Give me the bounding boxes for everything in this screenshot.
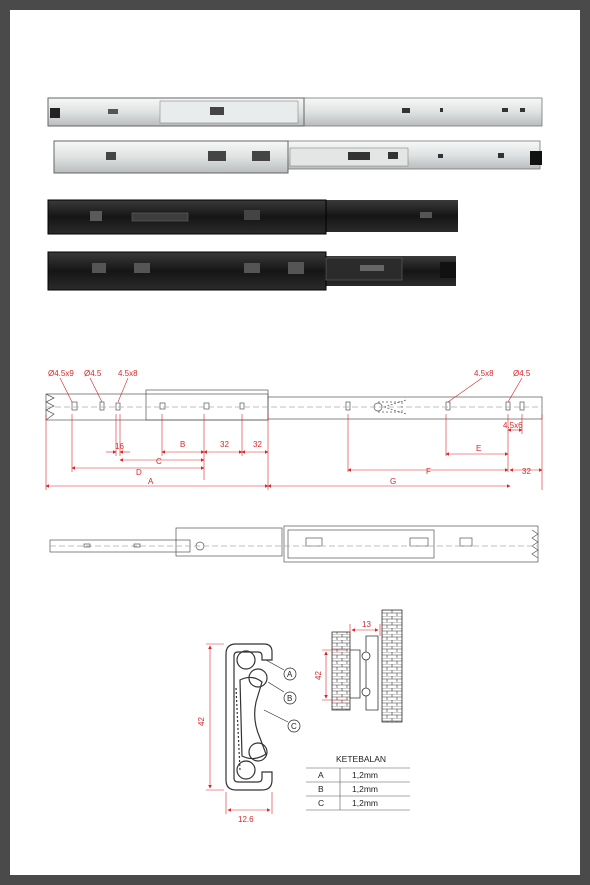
wall-install-diagram [331, 609, 403, 723]
hole-label-5: Ø4.5 [513, 369, 531, 378]
callout-a: A [287, 670, 293, 679]
slide-drawing-side-view [49, 525, 539, 563]
wall-height-label: 42 [314, 671, 323, 680]
dim-32-b: 32 [253, 440, 262, 449]
table-row-part: C [318, 798, 324, 808]
hole-label-6: 4.5x6 [503, 421, 523, 430]
dim-a: A [148, 477, 154, 486]
profile-cross-section [225, 643, 273, 791]
table-title: KETEBALAN [336, 754, 386, 764]
product-sheet: Ø4.5x9 Ø4.5 4.5x8 4.5x8 Ø4.5 4.5x6 16 B … [10, 10, 580, 875]
hole-label-2: Ø4.5 [84, 369, 102, 378]
dimension-labels: Ø4.5x9 Ø4.5 4.5x8 4.5x8 Ø4.5 4.5x6 16 B … [48, 369, 531, 486]
dimension-lines [45, 377, 543, 490]
dim-b: B [180, 440, 185, 449]
profile-callouts: A B C [263, 659, 301, 733]
profile-dimensions [206, 643, 273, 814]
drawing-canvas: Ø4.5x9 Ø4.5 4.5x8 4.5x8 Ø4.5 4.5x6 16 B … [45, 97, 543, 824]
dim-d: D [136, 468, 142, 477]
callout-c: C [291, 722, 297, 731]
dim-32-c: 32 [522, 467, 531, 476]
table-row-value: 1,2mm [352, 798, 378, 808]
slide-photo-black-closed [47, 199, 458, 235]
table-row-value: 1,2mm [352, 770, 378, 780]
slide-drawing-top-view [45, 389, 543, 421]
callout-b: B [287, 694, 292, 703]
table-row-value: 1,2mm [352, 784, 378, 794]
dim-e: E [476, 444, 481, 453]
table-row-part: A [318, 770, 324, 780]
slide-photo-zinc-open [53, 140, 542, 174]
profile-height-label: 42 [197, 717, 206, 726]
thickness-table: KETEBALAN A 1,2mm B 1,2mm C 1,2mm [306, 754, 410, 811]
dim-c: C [156, 457, 162, 466]
dim-32-a: 32 [220, 440, 229, 449]
slide-photo-black-open [47, 251, 456, 291]
slide-photo-zinc-closed [47, 97, 543, 127]
wall-gap-label: 13 [362, 620, 371, 629]
hole-label-1: Ø4.5x9 [48, 369, 74, 378]
wall-dimensions [322, 624, 381, 701]
dim-f: F [426, 467, 431, 476]
table-row-part: B [318, 784, 324, 794]
hole-label-3: 4.5x8 [118, 369, 138, 378]
dim-g: G [390, 477, 396, 486]
dim-16: 16 [115, 442, 124, 451]
profile-width-label: 12.6 [238, 815, 254, 824]
hole-label-4: 4.5x8 [474, 369, 494, 378]
